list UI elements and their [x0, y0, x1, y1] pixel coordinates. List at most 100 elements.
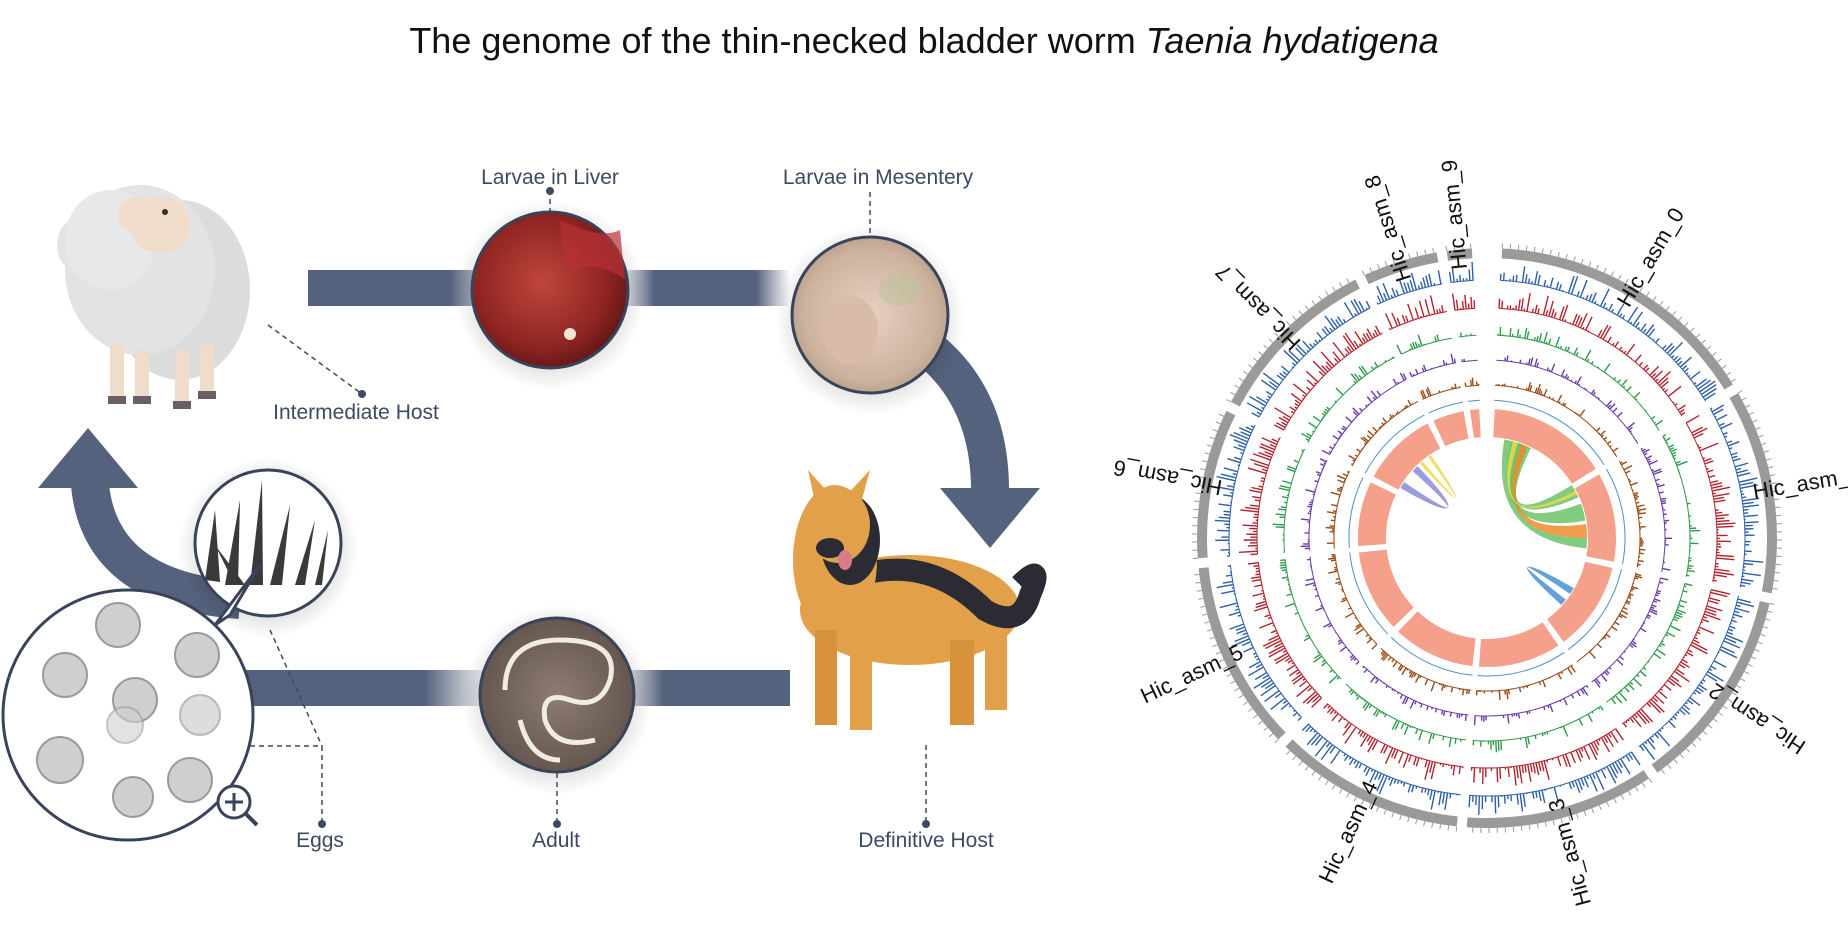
track-baseline: [1307, 356, 1396, 443]
ideogram-tick: [1263, 344, 1268, 349]
label-definitive-host: Definitive Host: [858, 829, 994, 852]
label-larvae-mesentery: Larvae in Mesentery: [782, 166, 974, 189]
ideogram-tick: [1292, 315, 1297, 321]
label-intermediate-host: Intermediate Host: [273, 401, 439, 424]
track-histogram: [1274, 325, 1384, 431]
track-histogram: [1640, 447, 1672, 572]
track-baseline: [1377, 283, 1443, 305]
track-baseline: [1662, 436, 1691, 577]
ideogram-tick: [1226, 673, 1232, 677]
ideogram-tick: [1560, 818, 1563, 824]
intermediate-host-leader: [267, 324, 363, 395]
ideogram-tick: [1744, 671, 1750, 675]
track-baseline: [1619, 461, 1641, 568]
ideogram-tick: [1339, 282, 1343, 288]
track-baseline: [1576, 572, 1637, 663]
ideogram-tick: [1533, 246, 1536, 252]
ideogram-tick: [1212, 644, 1218, 648]
inner-band-9: [1467, 407, 1483, 441]
ideogram-tick: [1695, 333, 1701, 338]
gc-track: [1348, 477, 1364, 548]
ideogram-tick: [1760, 633, 1766, 637]
track-histogram: [1451, 293, 1476, 311]
track-baseline: [1228, 424, 1256, 557]
ideogram-tick: [1198, 476, 1204, 479]
ideogram-tick: [1641, 782, 1646, 788]
label-adult: Adult: [532, 829, 580, 852]
zoom-icon: [216, 784, 259, 827]
track-baseline: [1606, 583, 1686, 703]
ideogram-tick: [1625, 278, 1629, 284]
track-histogram: [1384, 295, 1447, 330]
track-histogram: [1468, 751, 1641, 815]
ideogram-tick: [1520, 825, 1523, 831]
gc-track: [1364, 414, 1425, 474]
ideogram-tick: [1215, 421, 1221, 425]
ideogram-tick: [1407, 817, 1410, 823]
ideogram-tick: [1361, 270, 1365, 276]
label-eggs: Eggs: [296, 829, 344, 852]
gc-track: [1349, 552, 1389, 635]
track-histogram: [1301, 723, 1461, 810]
track-histogram: [1348, 399, 1419, 467]
chromosome-label-0: Hic_asm_0: [1612, 203, 1689, 311]
track-baseline: [1500, 279, 1707, 402]
track-histogram: [1473, 685, 1589, 726]
ideogram-tick: [1383, 809, 1387, 815]
ideogram-tick: [1252, 714, 1258, 719]
ideogram-tick: [1376, 263, 1380, 269]
ideogram-tick: [1544, 821, 1547, 828]
ideogram-tick: [1762, 626, 1769, 629]
ideogram-tick: [1766, 458, 1772, 461]
track-histogram: [1238, 437, 1280, 556]
ideogram-tick: [1226, 399, 1232, 403]
gc-track: [1606, 468, 1626, 565]
chromosome-band-4: [1285, 739, 1458, 827]
ideogram-tick: [1755, 427, 1761, 430]
ideogram-tick: [1268, 338, 1274, 343]
ideogram-tick: [1580, 258, 1584, 264]
chromosome-label-2: Hic_asm_2: [1704, 678, 1810, 760]
ideogram-tick: [1749, 411, 1755, 415]
ideogram-tick: [1727, 698, 1733, 703]
ideogram-tick: [1706, 345, 1712, 350]
ideogram-tick: [1740, 678, 1746, 682]
ideogram-tick: [1453, 244, 1456, 250]
track-baseline: [1709, 408, 1746, 588]
ideogram-tick: [1685, 748, 1691, 753]
ideogram-tick: [1230, 391, 1236, 396]
ideogram-tick: [1196, 589, 1202, 592]
track-histogram: [1321, 372, 1407, 456]
inner-band-8: [1430, 408, 1471, 449]
ideogram-tick: [1368, 803, 1372, 809]
ideogram-tick: [1726, 371, 1732, 376]
ideogram-tick: [1234, 384, 1240, 389]
ideogram-tick: [1765, 618, 1771, 621]
track-baseline: [1422, 386, 1461, 400]
track-baseline: [1621, 589, 1712, 725]
ideogram-tick: [1775, 506, 1781, 509]
ideogram-tick: [1274, 332, 1279, 337]
ideogram-tick: [1200, 468, 1206, 471]
track-histogram: [1420, 383, 1461, 400]
grass-illustration: [205, 480, 328, 585]
ideogram-tick: [1298, 310, 1303, 315]
ideogram-tick: [1648, 778, 1653, 783]
track-histogram: [1279, 559, 1342, 684]
ideogram-tick: [1774, 498, 1780, 501]
track-baseline: [1308, 459, 1328, 551]
ideogram-tick: [1732, 692, 1737, 696]
ideogram-tick: [1557, 251, 1560, 257]
ideogram-tick: [1549, 249, 1552, 256]
gc-track: [1477, 651, 1565, 677]
label-larvae-liver: Larvae in Liver: [481, 166, 619, 189]
ideogram-tick: [1331, 784, 1336, 790]
track-baseline: [1470, 728, 1616, 769]
ideogram-tick: [1195, 492, 1201, 495]
ideogram-tick: [1196, 484, 1202, 487]
arrowhead-down: [940, 488, 1040, 548]
track-baseline: [1257, 561, 1322, 699]
ideogram-tick: [1399, 814, 1402, 820]
ideogram-tick: [1754, 648, 1760, 652]
